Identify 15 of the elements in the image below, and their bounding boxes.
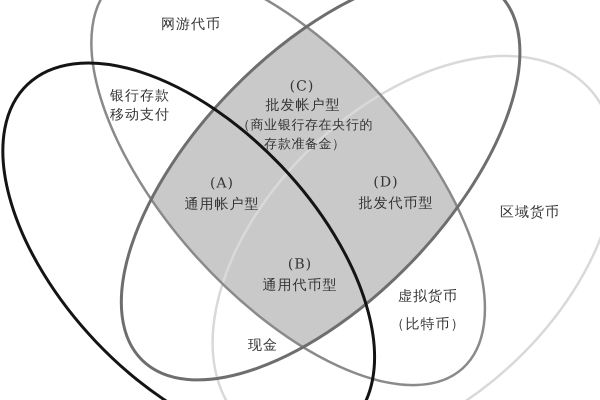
region-label: 通用代币型 (262, 276, 338, 296)
region-label: 网游代币 (161, 16, 221, 34)
region-letter: (D) (373, 173, 399, 192)
region-label: （比特币） (390, 316, 466, 334)
region-label: 批发帐户型 (265, 96, 340, 116)
note-text: （商业银行存在央行的存款准备金） (236, 116, 374, 154)
region-label: 批发代币型 (358, 194, 434, 214)
region-label: 通用帐户型 (184, 195, 260, 214)
region-letter: (C) (290, 77, 314, 96)
region-label: 区域货币 (500, 204, 560, 222)
region-label: 现金 (248, 336, 278, 356)
region-letter: (B) (288, 255, 312, 274)
region-label: 虚拟货币 (398, 288, 458, 306)
region-letter: (A) (210, 174, 234, 194)
region-label: 银行存款移动支付 (109, 87, 171, 125)
